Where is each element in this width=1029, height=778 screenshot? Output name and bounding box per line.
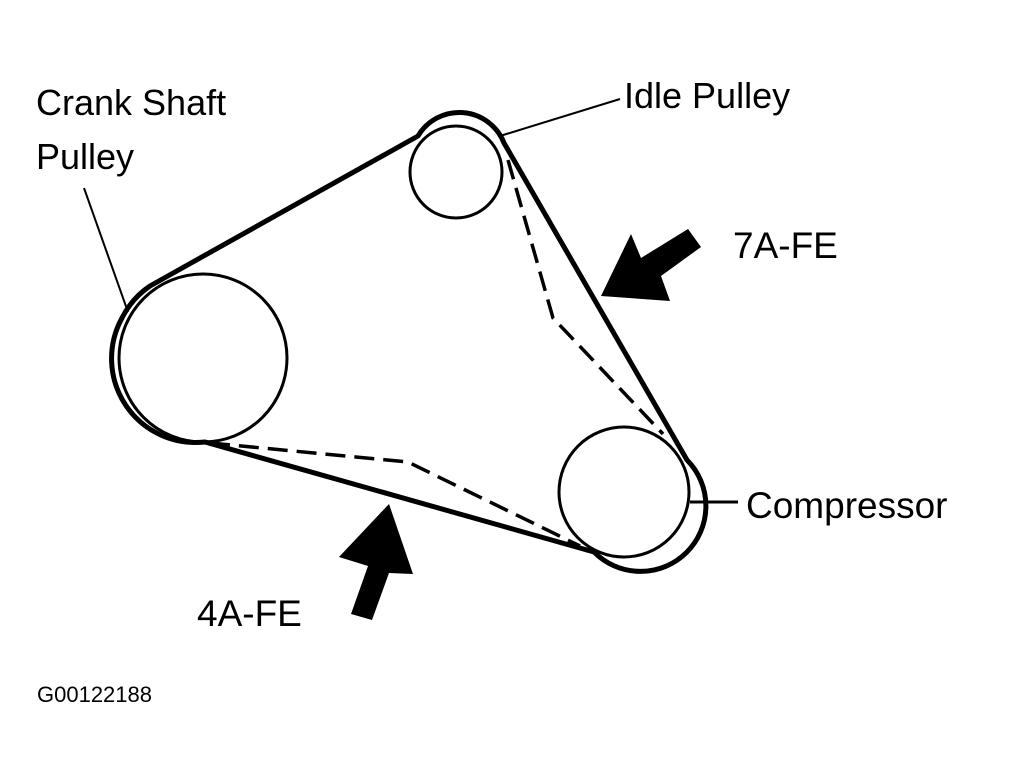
crank-shaft-label-line2: Pulley	[36, 136, 134, 177]
compressor-label: Compressor	[746, 485, 948, 526]
idle-pulley	[408, 124, 504, 220]
idle-pulley-label: Idle Pulley	[624, 75, 790, 116]
arrow-7a-fe	[601, 229, 701, 301]
belt-4a-fe-lower-dashed	[209, 441, 581, 548]
engine-4a-fe-label: 4A-FE	[197, 593, 302, 634]
belt-7a-fe	[109, 109, 709, 574]
leader-crank-shaft	[83, 187, 129, 313]
arrow-4a-fe	[339, 504, 413, 620]
compressor-pulley	[557, 425, 691, 559]
leader-idle-pulley	[499, 98, 621, 137]
figure-code: G00122188	[37, 682, 152, 707]
belt-4a-fe-right-dashed	[506, 159, 665, 436]
engine-7a-fe-label: 7A-FE	[733, 225, 838, 266]
crank-shaft-label-line1: Crank Shaft	[36, 82, 226, 123]
crank-shaft-pulley	[117, 272, 289, 444]
